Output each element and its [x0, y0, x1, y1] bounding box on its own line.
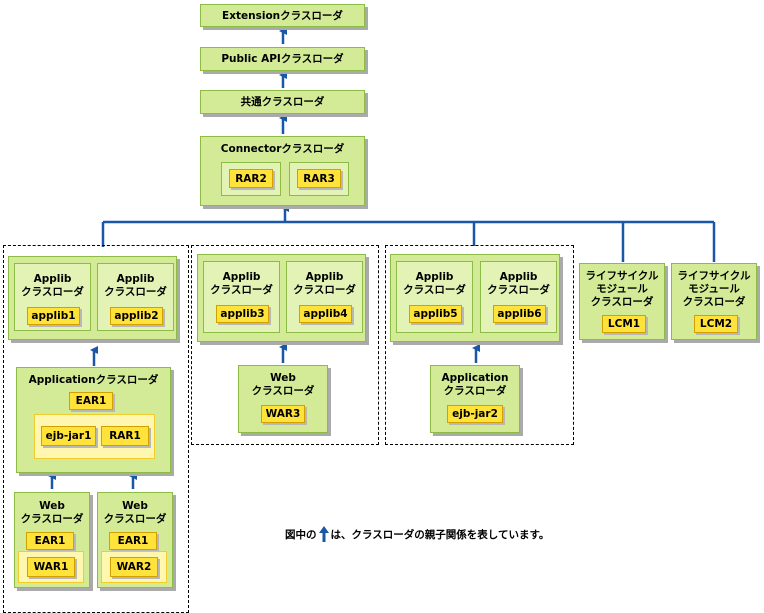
- group-2-boundary: [191, 245, 379, 445]
- ejb-jar2-module: ejb-jar2: [447, 405, 503, 423]
- rar1-module: RAR1: [101, 426, 149, 446]
- applib-class-loader-1: Applib クラスローダ applib1: [14, 263, 91, 331]
- public-api-class-loader: Public APIクラスローダ: [200, 47, 365, 71]
- legend-prefix: 図中の: [285, 528, 317, 541]
- connector-class-loader: Connectorクラスローダ RAR2 RAR3: [200, 136, 365, 206]
- web3-label: Web クラスローダ: [251, 372, 315, 397]
- common-class-loader: 共通クラスローダ: [200, 90, 365, 114]
- rar2-module: RAR2: [229, 169, 273, 188]
- applib5-label: Applib クラスローダ: [403, 271, 466, 296]
- applib6-label: Applib クラスローダ: [487, 271, 550, 296]
- lifecycle-class-loader-2: ライフサイクル モジュール クラスローダ LCM2: [671, 263, 757, 340]
- application1-label: Applicationクラスローダ: [28, 374, 159, 386]
- web1-ear1-module: EAR1: [26, 532, 74, 550]
- applib-class-loader-6: Applib クラスローダ applib6: [480, 261, 557, 333]
- group-3-boundary: [385, 245, 574, 445]
- applib-class-loader-2: Applib クラスローダ applib2: [97, 263, 174, 331]
- extension-class-loader: Extensionクラスローダ: [200, 4, 365, 27]
- applib-class-loader-3: Applib クラスローダ applib3: [203, 261, 280, 333]
- war2-module: WAR2: [110, 557, 158, 577]
- web2-ear-contents: WAR2: [101, 551, 167, 583]
- ear1-module: EAR1: [69, 392, 113, 410]
- web1-ear-contents: WAR1: [18, 551, 84, 583]
- public-api-label: Public APIクラスローダ: [221, 53, 344, 65]
- application2-label: Application クラスローダ: [441, 372, 509, 397]
- applib3-module: applib3: [216, 305, 269, 323]
- ear1-contents: ejb-jar1 RAR1: [34, 414, 155, 459]
- rar3-module: RAR3: [297, 169, 341, 188]
- ejb-jar1-module: ejb-jar1: [41, 426, 96, 446]
- lcm2-module: LCM2: [694, 315, 738, 333]
- group3-applib-container: Applib クラスローダ applib5 Applib クラスローダ appl…: [390, 254, 560, 342]
- up-arrow-icon: [318, 526, 329, 542]
- war1-module: WAR1: [27, 557, 75, 577]
- rar2-slot: RAR2: [221, 162, 281, 196]
- war3-module: WAR3: [261, 405, 305, 423]
- applib2-label: Applib クラスローダ: [104, 273, 167, 298]
- application-class-loader-2: Application クラスローダ ejb-jar2: [430, 365, 520, 433]
- rar3-slot: RAR3: [289, 162, 349, 196]
- web-class-loader-1: Web クラスローダ EAR1 WAR1: [14, 492, 90, 588]
- web1-label: Web クラスローダ: [20, 500, 84, 525]
- lifecycle1-label: ライフサイクル モジュール クラスローダ: [585, 270, 659, 308]
- applib1-module: applib1: [27, 307, 80, 325]
- applib3-label: Applib クラスローダ: [210, 271, 273, 296]
- web-class-loader-3: Web クラスローダ WAR3: [238, 365, 328, 433]
- group1-applib-container: Applib クラスローダ applib1 Applib クラスローダ appl…: [8, 256, 177, 340]
- applib5-module: applib5: [409, 305, 462, 323]
- applib2-module: applib2: [110, 307, 163, 325]
- web-class-loader-2: Web クラスローダ EAR1 WAR2: [97, 492, 173, 588]
- extension-label: Extensionクラスローダ: [222, 10, 343, 22]
- web2-label: Web クラスローダ: [103, 500, 167, 525]
- lifecycle-class-loader-1: ライフサイクル モジュール クラスローダ LCM1: [579, 263, 665, 340]
- applib6-module: applib6: [493, 305, 546, 323]
- lcm1-module: LCM1: [602, 315, 646, 333]
- applib4-label: Applib クラスローダ: [293, 271, 356, 296]
- legend-note: 図中の は、クラスローダの親子関係を表しています。: [285, 526, 549, 542]
- application-class-loader-1: Applicationクラスローダ EAR1 ejb-jar1 RAR1: [16, 367, 171, 473]
- applib1-label: Applib クラスローダ: [21, 273, 84, 298]
- web2-ear1-module: EAR1: [109, 532, 157, 550]
- group2-applib-container: Applib クラスローダ applib3 Applib クラスローダ appl…: [197, 254, 366, 342]
- legend-suffix: は、クラスローダの親子関係を表しています。: [330, 528, 550, 541]
- applib-class-loader-5: Applib クラスローダ applib5: [396, 261, 473, 333]
- lifecycle2-label: ライフサイクル モジュール クラスローダ: [677, 270, 751, 308]
- common-label: 共通クラスローダ: [240, 96, 325, 108]
- connector-label: Connectorクラスローダ: [220, 143, 345, 155]
- applib4-module: applib4: [299, 305, 352, 323]
- applib-class-loader-4: Applib クラスローダ applib4: [286, 261, 363, 333]
